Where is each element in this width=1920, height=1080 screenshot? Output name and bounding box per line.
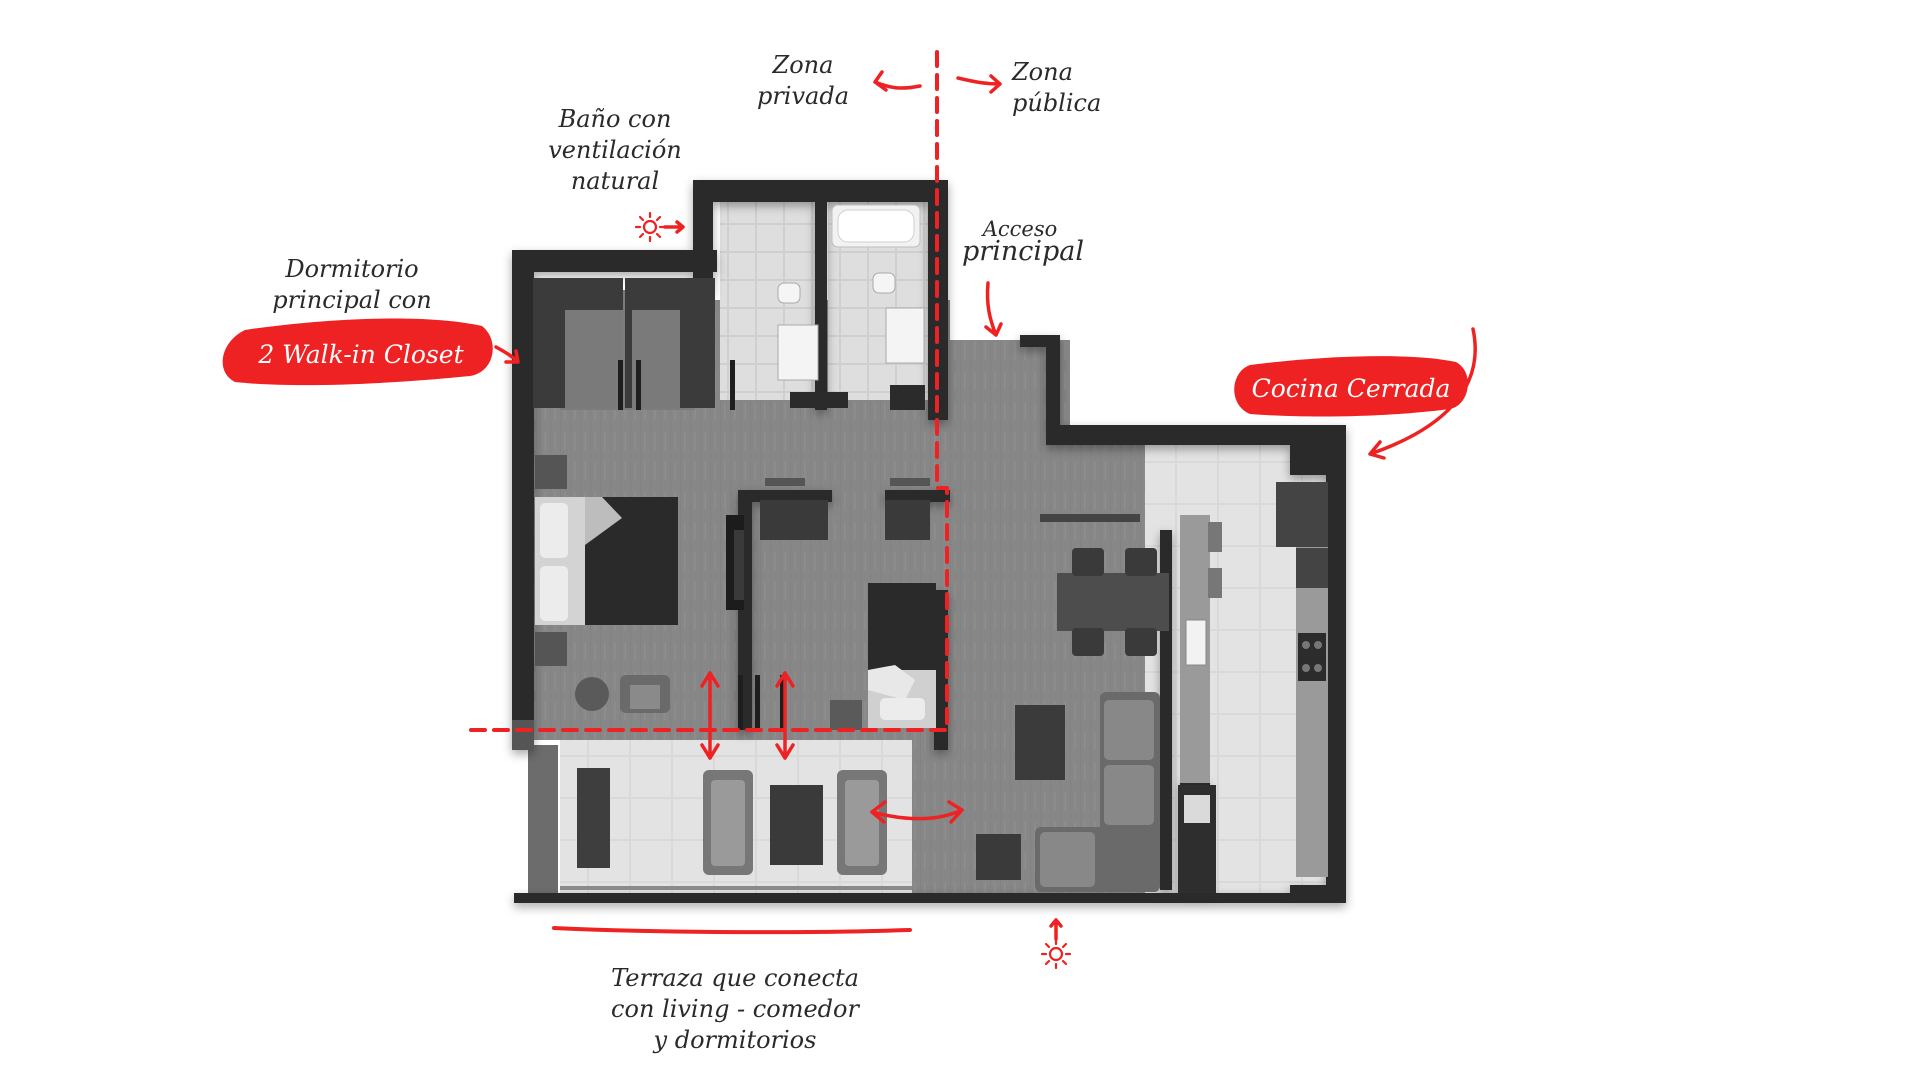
stove	[1298, 633, 1326, 681]
terrace-table	[770, 785, 823, 865]
zone-privada-arrow	[873, 70, 922, 92]
side-table	[976, 834, 1021, 880]
label-dormitorio: Dormitorio principal con	[272, 255, 432, 314]
dining-table	[1057, 573, 1169, 631]
ottoman	[1015, 705, 1065, 780]
walk-in-pill	[222, 318, 493, 386]
label-zona-publica: Zona pública	[1012, 58, 1102, 117]
cocina-pill	[1234, 356, 1468, 417]
double-arrow-3	[870, 800, 964, 824]
label-bano: Baño con ventilación natural	[548, 105, 682, 195]
kitchen-counter	[1296, 547, 1328, 877]
kitchen-furniture	[1178, 482, 1328, 893]
bathroom-arrow	[663, 220, 685, 234]
zone-divider-vertical	[468, 50, 949, 732]
living-dining-furniture	[976, 514, 1169, 892]
nightstand-3	[830, 700, 862, 730]
bedroom-2-furniture	[738, 583, 936, 730]
sink-1	[777, 324, 819, 381]
terrace-furniture	[560, 768, 912, 890]
label-walk-in-closet: 2 Walk-in Closet	[258, 339, 464, 369]
sun-arrow	[1049, 918, 1063, 941]
round-table	[575, 677, 609, 711]
nightstand-1	[535, 455, 567, 489]
double-arrow-2	[775, 671, 795, 760]
sun-icon	[634, 211, 666, 243]
terrace-bench	[577, 768, 610, 868]
label-cocina-cerrada: Cocina Cerrada	[1251, 373, 1451, 403]
label-zona-privada: Zona privada	[756, 51, 850, 110]
double-arrow-1	[700, 671, 720, 760]
sun-icon	[1040, 938, 1072, 970]
walk-in-arrow	[494, 345, 520, 364]
terrace-planter	[528, 745, 558, 895]
label-acceso: Acceso	[982, 217, 1058, 241]
access-arrow	[984, 281, 1003, 337]
toilet-1	[777, 282, 801, 304]
fridge	[1276, 482, 1328, 547]
label-acceso-principal: principal	[962, 236, 1084, 267]
zone-publica-arrow	[956, 74, 1002, 94]
toilet-2	[872, 272, 896, 294]
sink-2	[885, 307, 925, 364]
nightstand-2	[535, 632, 567, 666]
terrace-brace	[552, 926, 912, 935]
bedroom-furniture	[533, 278, 930, 713]
label-terraza: Terraza que conecta con living - comedor…	[611, 964, 859, 1054]
walls	[512, 180, 1346, 903]
bathroom-fixtures	[777, 204, 925, 410]
